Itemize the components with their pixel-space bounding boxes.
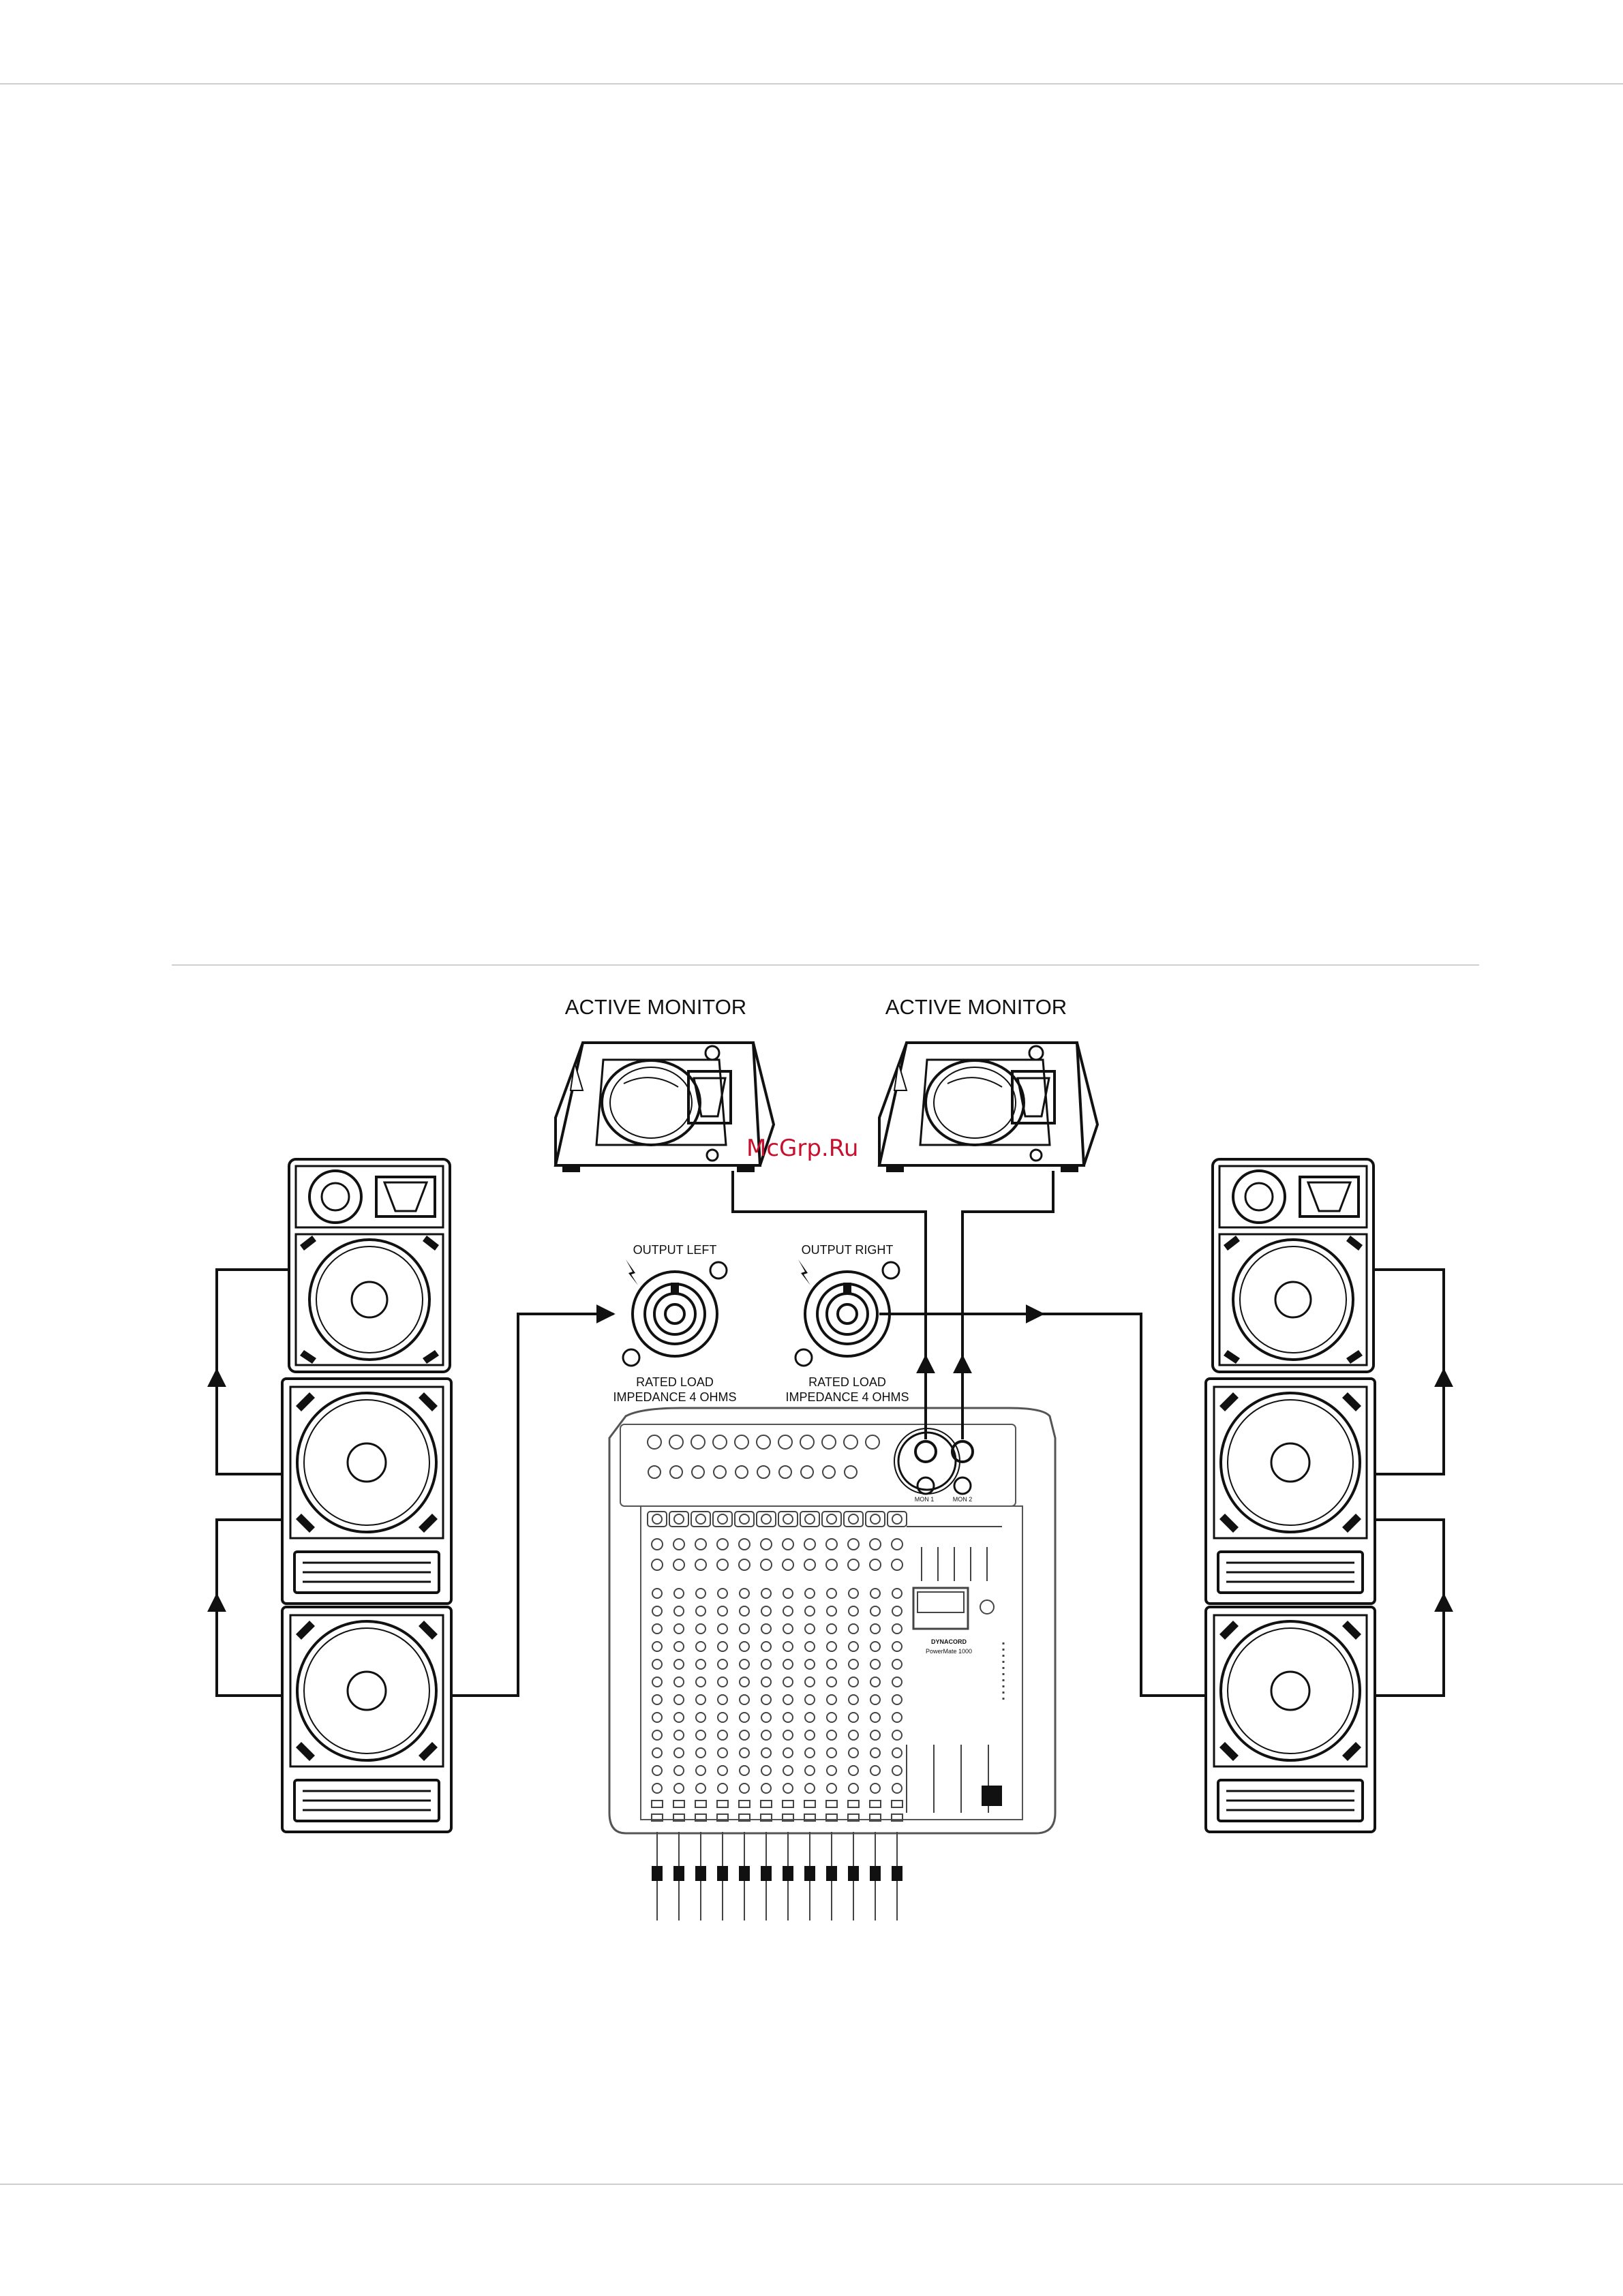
right-subwoofer-lower — [1206, 1607, 1375, 1832]
left-speaker-stack — [282, 1159, 451, 1832]
mixer-brand: DYNACORD — [931, 1638, 967, 1645]
left-top-cabinet — [289, 1159, 450, 1372]
mixer-model: PowerMate 1000 — [926, 1648, 972, 1655]
mon2-label: MON 2 — [953, 1496, 973, 1503]
output-left-title: OUTPUT LEFT — [633, 1243, 717, 1257]
right-speaker-stack — [1206, 1159, 1375, 1832]
right-subwoofer-upper — [1206, 1379, 1375, 1604]
monitor-right-label: ACTIVE MONITOR — [885, 995, 1067, 1019]
output-left-rated-load: RATED LOAD — [636, 1375, 714, 1389]
warning-bolt-icon — [798, 1259, 810, 1285]
warning-bolt-icon — [626, 1259, 638, 1285]
output-left-socket — [623, 1259, 727, 1366]
powered-mixer: MON 1 MON 2 DYNACORD PowerMate 1000 — [609, 1408, 1055, 1920]
output-right-rated-load: RATED LOAD — [808, 1375, 886, 1389]
output-right-impedance: IMPEDANCE 4 OHMS — [785, 1390, 909, 1404]
right-top-cabinet — [1213, 1159, 1374, 1372]
mon1-label: MON 1 — [915, 1496, 935, 1503]
left-active-monitor — [556, 1043, 774, 1172]
left-subwoofer-upper — [282, 1379, 451, 1604]
output-left-impedance: IMPEDANCE 4 OHMS — [613, 1390, 736, 1404]
watermark-text: McGrp.Ru — [746, 1135, 858, 1162]
monitor-left-label: ACTIVE MONITOR — [565, 995, 746, 1019]
output-right-title: OUTPUT RIGHT — [802, 1243, 894, 1257]
right-active-monitor — [879, 1043, 1097, 1172]
left-subwoofer-lower — [282, 1607, 451, 1832]
